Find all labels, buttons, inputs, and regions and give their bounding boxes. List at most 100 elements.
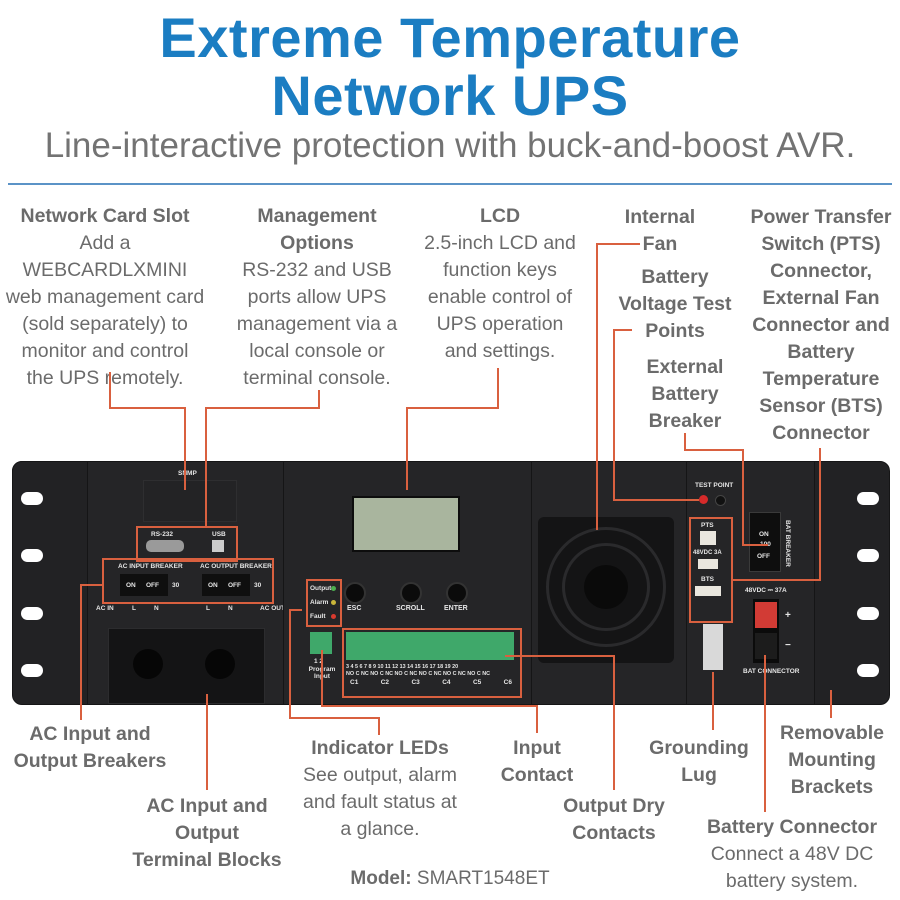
callout-grounding-lug: Grounding Lug <box>649 737 749 786</box>
header-divider <box>8 183 892 185</box>
callout-lcd: LCD 2.5-inch LCD and function keys enabl… <box>424 205 576 362</box>
management-ports-highlight <box>136 526 238 562</box>
battery-connector-positive <box>755 602 777 628</box>
fault-led-label: Fault <box>310 613 326 620</box>
rs232-port[interactable] <box>146 540 184 552</box>
ups-chassis: SNMP RS-232 USB AC INPUT BREAKER AC OUTP… <box>12 461 890 705</box>
leader-internal-fan <box>596 243 640 530</box>
ac-input-breaker-switch[interactable]: ON OFF <box>120 574 168 596</box>
enter-label: ENTER <box>444 605 468 612</box>
ac-terminal-block-cover[interactable] <box>108 628 265 704</box>
leader-dry-contacts <box>505 655 615 790</box>
leader-ac-breakers <box>80 584 102 720</box>
callout-ac-terminals: AC Input and Output Terminal Blocks <box>132 795 282 871</box>
model-value: SMART1548ET <box>416 868 550 889</box>
callout-indicator-leds: Indicator LEDs See output, alarm and fau… <box>303 737 457 840</box>
scroll-key[interactable] <box>400 582 422 604</box>
callout-removable-brackets: Removable Mounting Brackets <box>779 722 885 798</box>
contact-groups: C1 C2 C3 C4 C5 C6 <box>350 679 512 686</box>
alarm-led <box>331 600 336 605</box>
usb-port[interactable] <box>212 540 224 552</box>
bat-connector-label: BAT CONNECTOR <box>743 668 800 675</box>
scroll-label: SCROLL <box>396 605 425 612</box>
leader-input-contact <box>321 650 538 733</box>
callout-network-card-slot: Network Card Slot Add a WEBCARDLXMINI we… <box>5 205 205 389</box>
battery-breaker-switch[interactable]: ON 100 OFF <box>749 512 781 572</box>
battery-connector-negative <box>755 633 777 659</box>
network-breaker-module: SNMP RS-232 USB AC INPUT BREAKER AC OUTP… <box>87 461 285 705</box>
ac-output-breaker-switch[interactable]: ON OFF <box>202 574 250 596</box>
alarm-led-label: Alarm <box>310 599 329 606</box>
callout-ac-breakers: AC Input and Output Breakers <box>13 723 167 772</box>
callout-external-battery-breaker: External Battery Breaker <box>646 356 724 432</box>
input-breaker-rating: 30 <box>172 582 180 589</box>
output-breaker-rating: 30 <box>254 582 262 589</box>
left-mounting-bracket <box>12 461 89 705</box>
ac-in-n: N <box>154 605 159 612</box>
leader-network-card <box>109 372 186 490</box>
fan-module <box>531 461 688 705</box>
callout-battery-connector: Battery Connector Connect a 48V DC batte… <box>706 816 878 892</box>
leader-leds <box>289 609 380 735</box>
pts-bts-highlight <box>689 517 733 623</box>
leader-test-points <box>613 329 699 501</box>
enter-key[interactable] <box>446 582 468 604</box>
breakers-highlight <box>102 558 274 604</box>
callout-internal-fan: Internal Fan <box>624 206 696 255</box>
esc-key[interactable] <box>344 582 366 604</box>
bts-connector[interactable] <box>695 586 721 596</box>
battery-module: TEST POINT PTS 48VDC 3A BTS ON 100 OFF B… <box>686 461 816 705</box>
network-card-slot[interactable] <box>143 480 237 522</box>
contact-numbers: 3 4 5 6 7 8 9 10 11 12 13 14 15 16 17 18… <box>346 664 459 670</box>
led-highlight <box>306 579 342 627</box>
negative-label: − <box>785 640 791 651</box>
ac-in-l: L <box>132 605 136 612</box>
ac-output-breaker-label: AC OUTPUT BREAKER <box>200 563 272 570</box>
callout-pts-connector: Power Transfer Switch (PTS) Connector, E… <box>750 206 892 444</box>
dry-contacts-highlight <box>342 628 522 698</box>
grounding-lug[interactable] <box>703 624 723 670</box>
ac-input-knockout <box>133 649 163 679</box>
test-point-label: TEST POINT <box>695 482 734 489</box>
external-fan-connector[interactable] <box>698 559 718 569</box>
ac-input-breaker-label: AC INPUT BREAKER <box>118 563 183 570</box>
callout-input-contact: Input Contact <box>500 737 574 786</box>
output-led-label: Output <box>310 585 332 592</box>
callout-output-dry-contacts: Output Dry Contacts <box>563 795 665 844</box>
battery-connector[interactable] <box>753 599 779 663</box>
callout-battery-test-points: Battery Voltage Test Points <box>618 266 732 342</box>
test-point-negative[interactable] <box>715 495 726 506</box>
fault-led <box>331 614 336 619</box>
title-line-2: Network UPS <box>271 64 629 127</box>
leader-management <box>205 390 320 528</box>
model-info: Model: SMART1548ET <box>0 868 900 890</box>
output-led <box>331 586 336 591</box>
program-input-terminal[interactable] <box>310 632 332 654</box>
leader-lcd <box>406 368 499 490</box>
model-label: Model: <box>350 868 412 889</box>
pts-connector[interactable] <box>700 531 716 545</box>
esc-label: ESC <box>347 605 362 612</box>
lcd-screen <box>352 496 460 552</box>
ac-out-label: AC OUT <box>260 605 285 612</box>
bts-label: BTS <box>701 576 714 583</box>
ac-in-label: AC IN <box>96 605 114 612</box>
subtitle: Line-interactive protection with buck-an… <box>44 126 856 165</box>
callout-management-options: Management Options RS-232 and USB ports … <box>236 205 398 389</box>
contact-types: NO C NC NO C NC NO C NC NO C NC NO C NC … <box>346 671 491 677</box>
pts-label: PTS <box>701 522 714 529</box>
right-mounting-bracket[interactable] <box>814 461 890 705</box>
usb-label: USB <box>212 531 226 538</box>
rs232-label: RS-232 <box>151 531 174 538</box>
snmp-label: SNMP <box>178 470 197 477</box>
ac-out-l: L <box>206 605 210 612</box>
program-input-numbers: 1 2 <box>314 658 324 665</box>
leader-pts <box>733 448 821 581</box>
internal-fan-grille <box>538 517 674 663</box>
fan-connector-label: 48VDC 3A <box>693 550 722 556</box>
title-line-1: Extreme Temperature <box>159 6 741 69</box>
test-point-positive[interactable] <box>699 495 708 504</box>
bat-rating-label: 48VDC ⎓ 37A <box>745 587 787 594</box>
dry-contact-terminal-strip[interactable] <box>346 632 514 660</box>
